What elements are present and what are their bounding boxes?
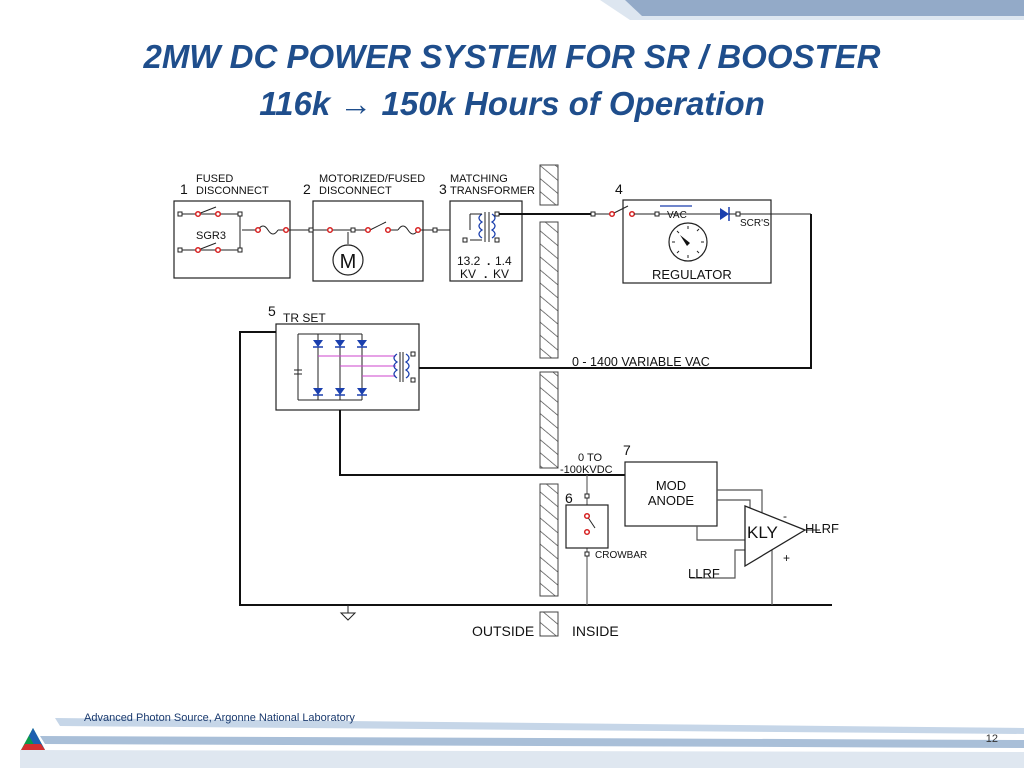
transformer-icon <box>478 212 496 242</box>
subtitle-end: 150k Hours of Operation <box>381 85 765 122</box>
outside-label: OUTSIDE <box>472 623 534 639</box>
block-4-name: REGULATOR <box>652 267 732 282</box>
block-5-number: 5 <box>268 303 276 319</box>
block-3-label-line1: MATCHING <box>450 173 508 185</box>
block-2-label-line2: DISCONNECT <box>319 185 392 197</box>
block-3-secondary-unit: KV <box>493 267 509 281</box>
block-motorized-disconnect: 2 MOTORIZED/FUSED DISCONNECT M <box>242 173 470 282</box>
block-7-line2: ANODE <box>648 493 695 508</box>
block-tr-set: 5 TR SET <box>268 303 420 411</box>
block-6-number: 6 <box>565 490 573 506</box>
block-matching-transformer: 3 MATCHING TRANSFORMER 13.2 . 1.4 KV . K… <box>439 173 535 282</box>
page-number: 12 <box>985 733 998 745</box>
kly-minus: - <box>783 509 787 523</box>
hlrf-label: HLRF <box>805 521 839 536</box>
block-7-voltage-line1: 0 TO <box>578 452 602 464</box>
footer-decorative-bar <box>20 718 1024 768</box>
block-regulator: 4 VAC SCR'S REGULATOR <box>590 181 811 284</box>
block-4-scr-label: SCR'S <box>740 218 770 229</box>
block-7-number: 7 <box>623 442 631 458</box>
block-2-label-line1: MOTORIZED/FUSED <box>319 173 425 185</box>
slide-title: 2MW DC POWER SYSTEM FOR SR / BOOSTER <box>143 38 881 75</box>
tr-transformer-icon <box>393 352 410 382</box>
arrow-icon: → <box>339 85 373 122</box>
amplifier-icon <box>744 505 807 568</box>
block-3-label-line2: TRANSFORMER <box>450 185 535 197</box>
variable-vac-label: 0 - 1400 VARIABLE VAC <box>572 355 710 369</box>
block-1-number: 1 <box>180 181 188 197</box>
gauge-icon <box>668 222 708 262</box>
block-7-voltage-line2: -100KVDC <box>560 464 613 476</box>
block-1-label-line2: DISCONNECT <box>196 185 269 197</box>
block-6-name: CROWBAR <box>595 550 647 561</box>
block-2-number: 2 <box>303 181 311 197</box>
klystron: KLY HLRF LLRF - + <box>688 489 839 605</box>
block-mod-anode: 7 0 TO -100KVDC MOD ANODE <box>560 442 718 527</box>
top-decorative-bar <box>600 0 1024 20</box>
inside-label: INSIDE <box>572 623 619 639</box>
block-5-name: TR SET <box>283 311 326 325</box>
subtitle-start: 116k <box>259 85 331 122</box>
block-3-number: 3 <box>439 181 447 197</box>
block-crowbar: 6 CROWBAR <box>565 475 647 605</box>
block-fused-disconnect: 1 FUSED DISCONNECT SGR3 <box>173 173 291 279</box>
footer-text: Advanced Photon Source, Argonne National… <box>84 712 355 724</box>
block-4-vac-label: VAC <box>667 210 687 221</box>
kly-plus: + <box>783 551 790 565</box>
hatched-wall <box>539 164 559 637</box>
block-3-primary-unit: KV <box>460 267 476 281</box>
block-7-line1: MOD <box>656 478 686 493</box>
block-3-secondary-voltage: 1.4 <box>495 254 512 268</box>
block-4-number: 4 <box>615 181 623 197</box>
slide-subtitle: 116k → 150k Hours of Operation <box>0 85 1024 123</box>
block-1-inner-label: SGR3 <box>196 230 226 242</box>
block-1-label-line1: FUSED <box>196 173 233 185</box>
block-3-separator-dot: . <box>487 254 490 268</box>
logo-icon <box>21 728 45 750</box>
block-3-primary-voltage: 13.2 <box>457 254 481 268</box>
diode-bridge-icon <box>313 340 367 396</box>
kly-label: KLY <box>747 523 778 542</box>
block-3-unit-dot: . <box>484 267 487 281</box>
motor-icon: M <box>340 251 357 273</box>
llrf-label: LLRF <box>688 566 720 581</box>
